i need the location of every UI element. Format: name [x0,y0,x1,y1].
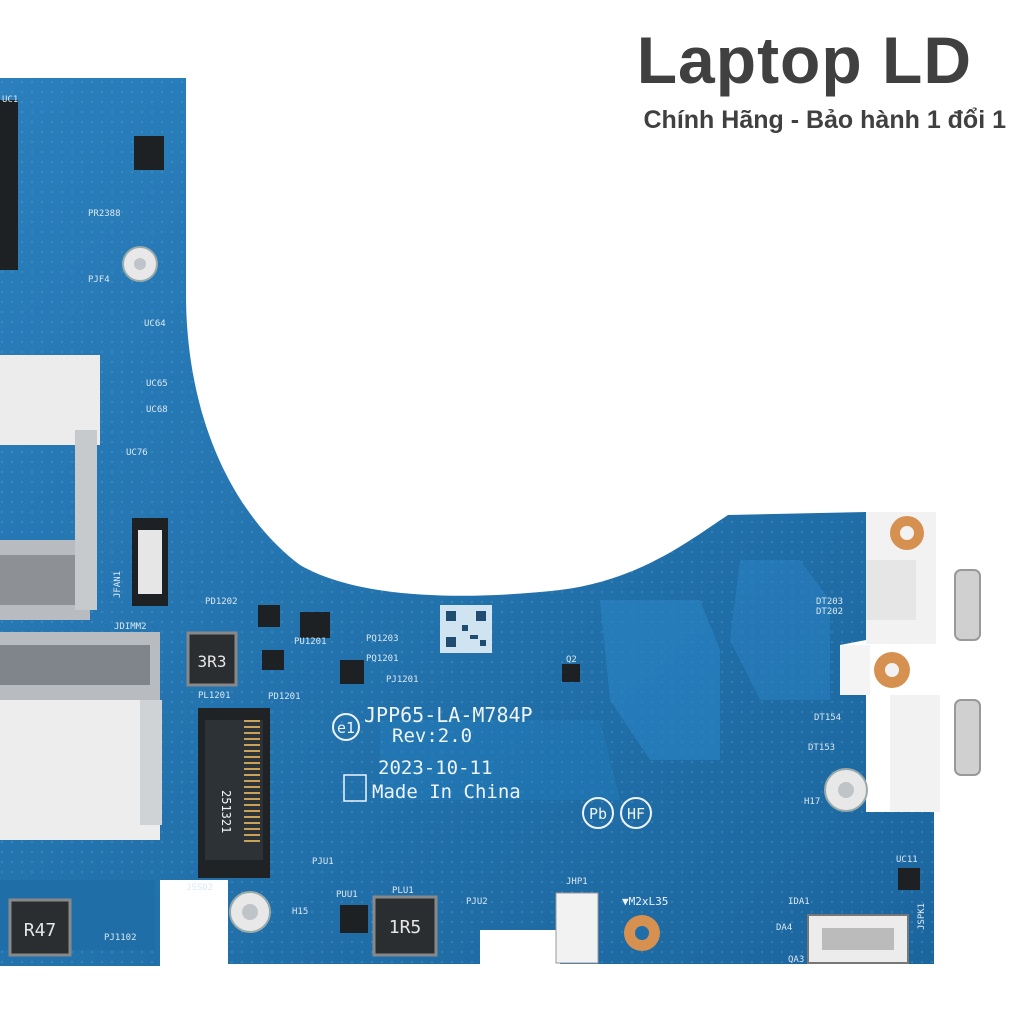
pb-free-mark [582,797,614,829]
label-puu1: PUU1 [336,890,358,900]
board-date: 2023-10-11 [378,757,492,779]
label-jspk1: JSPK1 [917,903,927,930]
label-pju2: PJU2 [466,897,488,907]
inductor-pluu [372,895,438,957]
label-uc64: UC64 [144,319,166,329]
label-jdimm2: JDIMM2 [114,622,147,632]
inductor-left-label: R47 [24,920,57,941]
label-q2: Q2 [566,655,577,665]
inductor-left [8,898,72,957]
board-model: JPP65-LA-M784P [364,703,533,727]
label-uc68: UC68 [146,405,168,415]
ssd-code-label: 251321 [219,790,233,833]
label-plu1: PLU1 [392,886,414,896]
hp-connector [555,892,599,964]
label-da4: DA4 [776,923,792,933]
label-pjf4: PJF4 [88,275,110,285]
brand-subtitle: Chính Hãng - Bảo hành 1 đổi 1 [643,106,1007,134]
board-origin: Made In China [372,781,521,803]
label-pd1202: PD1202 [205,597,238,607]
label-jhp1: JHP1 [566,877,588,887]
label-pu1201: PU1201 [294,637,327,647]
label-jssd2: JSSD2 [186,883,213,893]
label-pq1201: PQ1201 [366,654,399,664]
label-pj1102: PJ1102 [104,933,137,943]
label-pd1201: PD1201 [268,692,301,702]
inductor-pluu-label: 1R5 [389,917,422,938]
label-qa3: QA3 [788,955,804,965]
label-jfan1: JFAN1 [113,571,123,598]
pb-free-text: Pb [589,805,607,823]
label-pq1203: PQ1203 [366,634,399,644]
label-dt153: DT153 [808,743,835,753]
label-dt202: DT202 [816,607,843,617]
label-uc11: UC11 [896,855,918,865]
label-uc65: UC65 [146,379,168,389]
label-dt154: DT154 [814,713,841,723]
label-h17: H17 [804,797,820,807]
hf-text: HF [627,805,645,823]
brand-title: Laptop LD [636,23,972,97]
label-pj1201: PJ1201 [386,675,419,685]
e1-mark-text: e1 [337,719,355,737]
label-pr2388: PR2388 [88,209,121,219]
label-dt203: DT203 [816,597,843,607]
board-revision: Rev:2.0 [392,725,472,747]
inductor-pl1201-label: 3R3 [198,652,227,671]
label-uc76: UC76 [126,448,148,458]
usb-c-port-lower [890,695,940,812]
inductor-pl1201 [186,631,238,687]
screw-note: ▼M2xL35 [622,895,668,908]
e1-mark [332,713,360,741]
label-ida1: IDA1 [788,897,810,907]
label-pl1201: PL1201 [198,691,231,701]
label-pju1: PJU1 [312,857,334,867]
label-uc1: UC1 [2,95,18,105]
label-h15: H15 [292,907,308,917]
hf-mark [620,797,652,829]
